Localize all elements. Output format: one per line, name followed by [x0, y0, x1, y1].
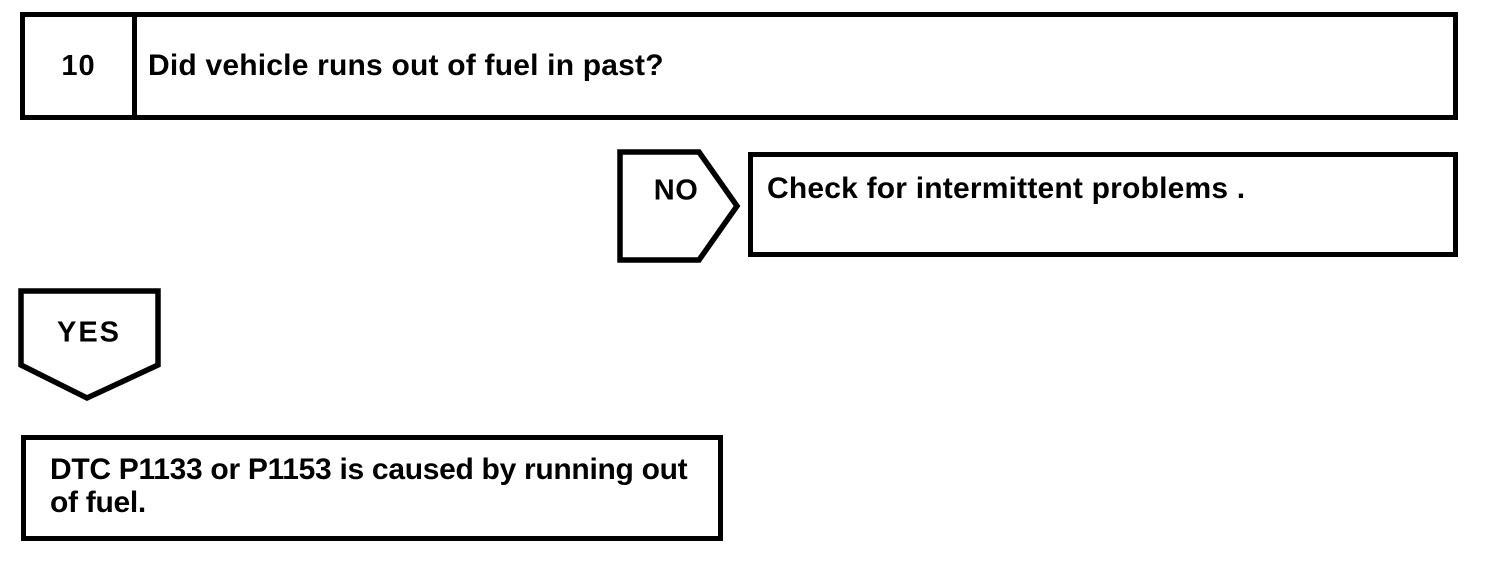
no-pentagon-icon	[617, 149, 741, 263]
no-connector: NO	[617, 149, 741, 265]
question-box: 10 Did vehicle runs out of fuel in past?	[20, 12, 1458, 120]
yes-label: YES	[56, 316, 122, 349]
yes-pentagon-shape	[18, 288, 161, 402]
no-action-text: Check for intermittent problems .	[767, 172, 1246, 205]
step-number-cell: 10	[25, 17, 137, 115]
no-pentagon-shape	[617, 149, 741, 263]
no-label: NO	[653, 174, 699, 207]
step-number: 10	[61, 49, 96, 82]
result-line: of fuel.	[50, 486, 146, 519]
question-text: Did vehicle runs out of fuel in past?	[148, 49, 664, 82]
yes-pentagon-icon	[18, 288, 161, 402]
yes-connector: YES	[17, 288, 163, 402]
no-action-box: Check for intermittent problems .	[748, 152, 1458, 257]
result-box: DTC P1133 or P1153 is caused by running …	[21, 435, 723, 541]
result-line: DTC P1133 or P1153 is caused by running …	[50, 453, 688, 486]
